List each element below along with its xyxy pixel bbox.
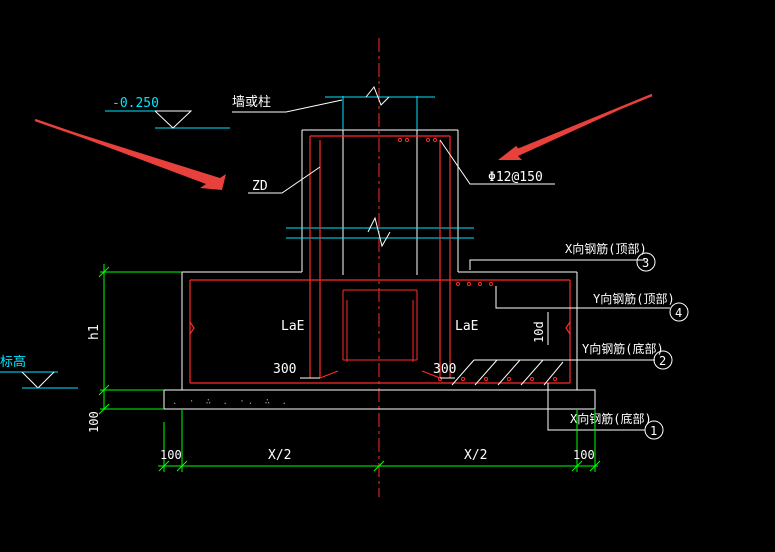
dim-300-left-label: 300	[273, 362, 296, 377]
svg-text:. · ∴ . ·. ∴ .: . · ∴ . ·. ∴ .	[172, 397, 290, 407]
horizontal-dimension	[158, 410, 601, 472]
vertical-dimension	[98, 264, 182, 415]
stirrup-label: Φ12@150	[488, 170, 543, 185]
callout-4-text: Y向钢筋(顶部)	[593, 291, 675, 306]
lae-left-label: LaE	[281, 319, 304, 334]
column-outline	[301, 129, 459, 272]
callout-2-number: 2	[659, 354, 666, 368]
elevation-top-marker	[105, 110, 230, 129]
elevation-base-label: 标高	[0, 354, 26, 370]
zd-label: ZD	[252, 179, 268, 194]
annotation-arrow-left	[34, 118, 226, 190]
stirrup-leader	[439, 139, 555, 185]
dim-300-right-label: 300	[433, 362, 456, 377]
concrete-pad: . · ∴ . ·. ∴ .	[163, 389, 596, 410]
dim-100-vertical-label: 100	[87, 411, 101, 433]
callout-2-text: Y向钢筋(底部)	[582, 341, 664, 356]
footing-rebar	[189, 279, 571, 384]
dim-10d-label: 10d	[532, 321, 546, 343]
callout-3: 3 X向钢筋(顶部)	[469, 241, 656, 272]
annotation-arrow-right	[498, 93, 653, 160]
lae-right-label: LaE	[455, 319, 478, 334]
column-rebar	[309, 135, 451, 379]
elevation-top-label: -0.250	[112, 96, 159, 111]
callout-3-number: 3	[642, 256, 649, 270]
wall-column-leader	[232, 99, 343, 113]
dim-x-half-left-label: X/2	[268, 448, 291, 463]
callout-2: 2 Y向钢筋(底部)	[474, 341, 673, 370]
callout-1-text: X向钢筋(底部)	[570, 411, 652, 426]
callout-1: 1 X向钢筋(底部)	[547, 383, 664, 440]
callout-3-text: X向钢筋(顶部)	[565, 241, 647, 256]
zd-leader	[248, 166, 321, 194]
dim-x-half-right-label: X/2	[464, 448, 487, 463]
callout-1-number: 1	[650, 424, 657, 438]
wall-column-upper	[325, 86, 435, 130]
dim-100-right-label: 100	[573, 448, 595, 462]
column-rebar-dots	[397, 137, 438, 143]
column-stirrup	[342, 289, 418, 362]
bottom-rebar-hatch	[451, 359, 564, 386]
elevation-base-marker	[0, 371, 78, 389]
wall-column-label: 墙或柱	[232, 95, 271, 110]
footing-rebar-dots	[437, 281, 558, 382]
dim-h1-label: h1	[87, 324, 102, 340]
column-inner-lines	[342, 130, 418, 275]
break-line-mid	[286, 216, 474, 248]
callout-4-number: 4	[675, 306, 682, 320]
dim-100-left-label: 100	[160, 448, 182, 462]
callout-4: 4 Y向钢筋(顶部)	[495, 286, 689, 322]
